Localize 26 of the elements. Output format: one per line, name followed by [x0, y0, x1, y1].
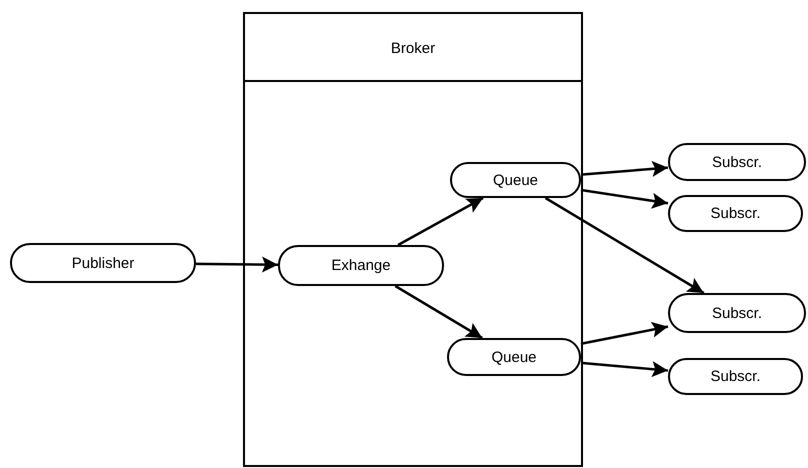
arrow [580, 160, 668, 177]
node-label: Queue [491, 348, 537, 366]
node-label: Subscr. [710, 368, 761, 385]
arrow [394, 284, 483, 340]
node-label: Exhange [331, 257, 391, 274]
arrow [580, 188, 668, 209]
node-label: Queue [492, 172, 538, 188]
arrow [397, 196, 484, 246]
rounded-box [10, 243, 196, 283]
node-label: Subscr. [710, 205, 761, 222]
arrow [196, 256, 278, 273]
arrow [580, 322, 668, 345]
rounded-box [278, 245, 444, 286]
arrow [544, 196, 704, 294]
node-label: Publisher [72, 254, 134, 272]
rounded-box [450, 162, 581, 198]
rounded-box [447, 338, 581, 376]
container-box [243, 12, 583, 467]
rounded-box [668, 358, 803, 395]
node-label: Subscr. [712, 304, 762, 322]
container-title: Broker [390, 40, 436, 57]
node-label: Subscr. [712, 154, 762, 170]
rounded-box [668, 143, 806, 181]
rounded-box [668, 195, 803, 232]
rounded-box [668, 293, 806, 333]
arrow [580, 361, 668, 378]
